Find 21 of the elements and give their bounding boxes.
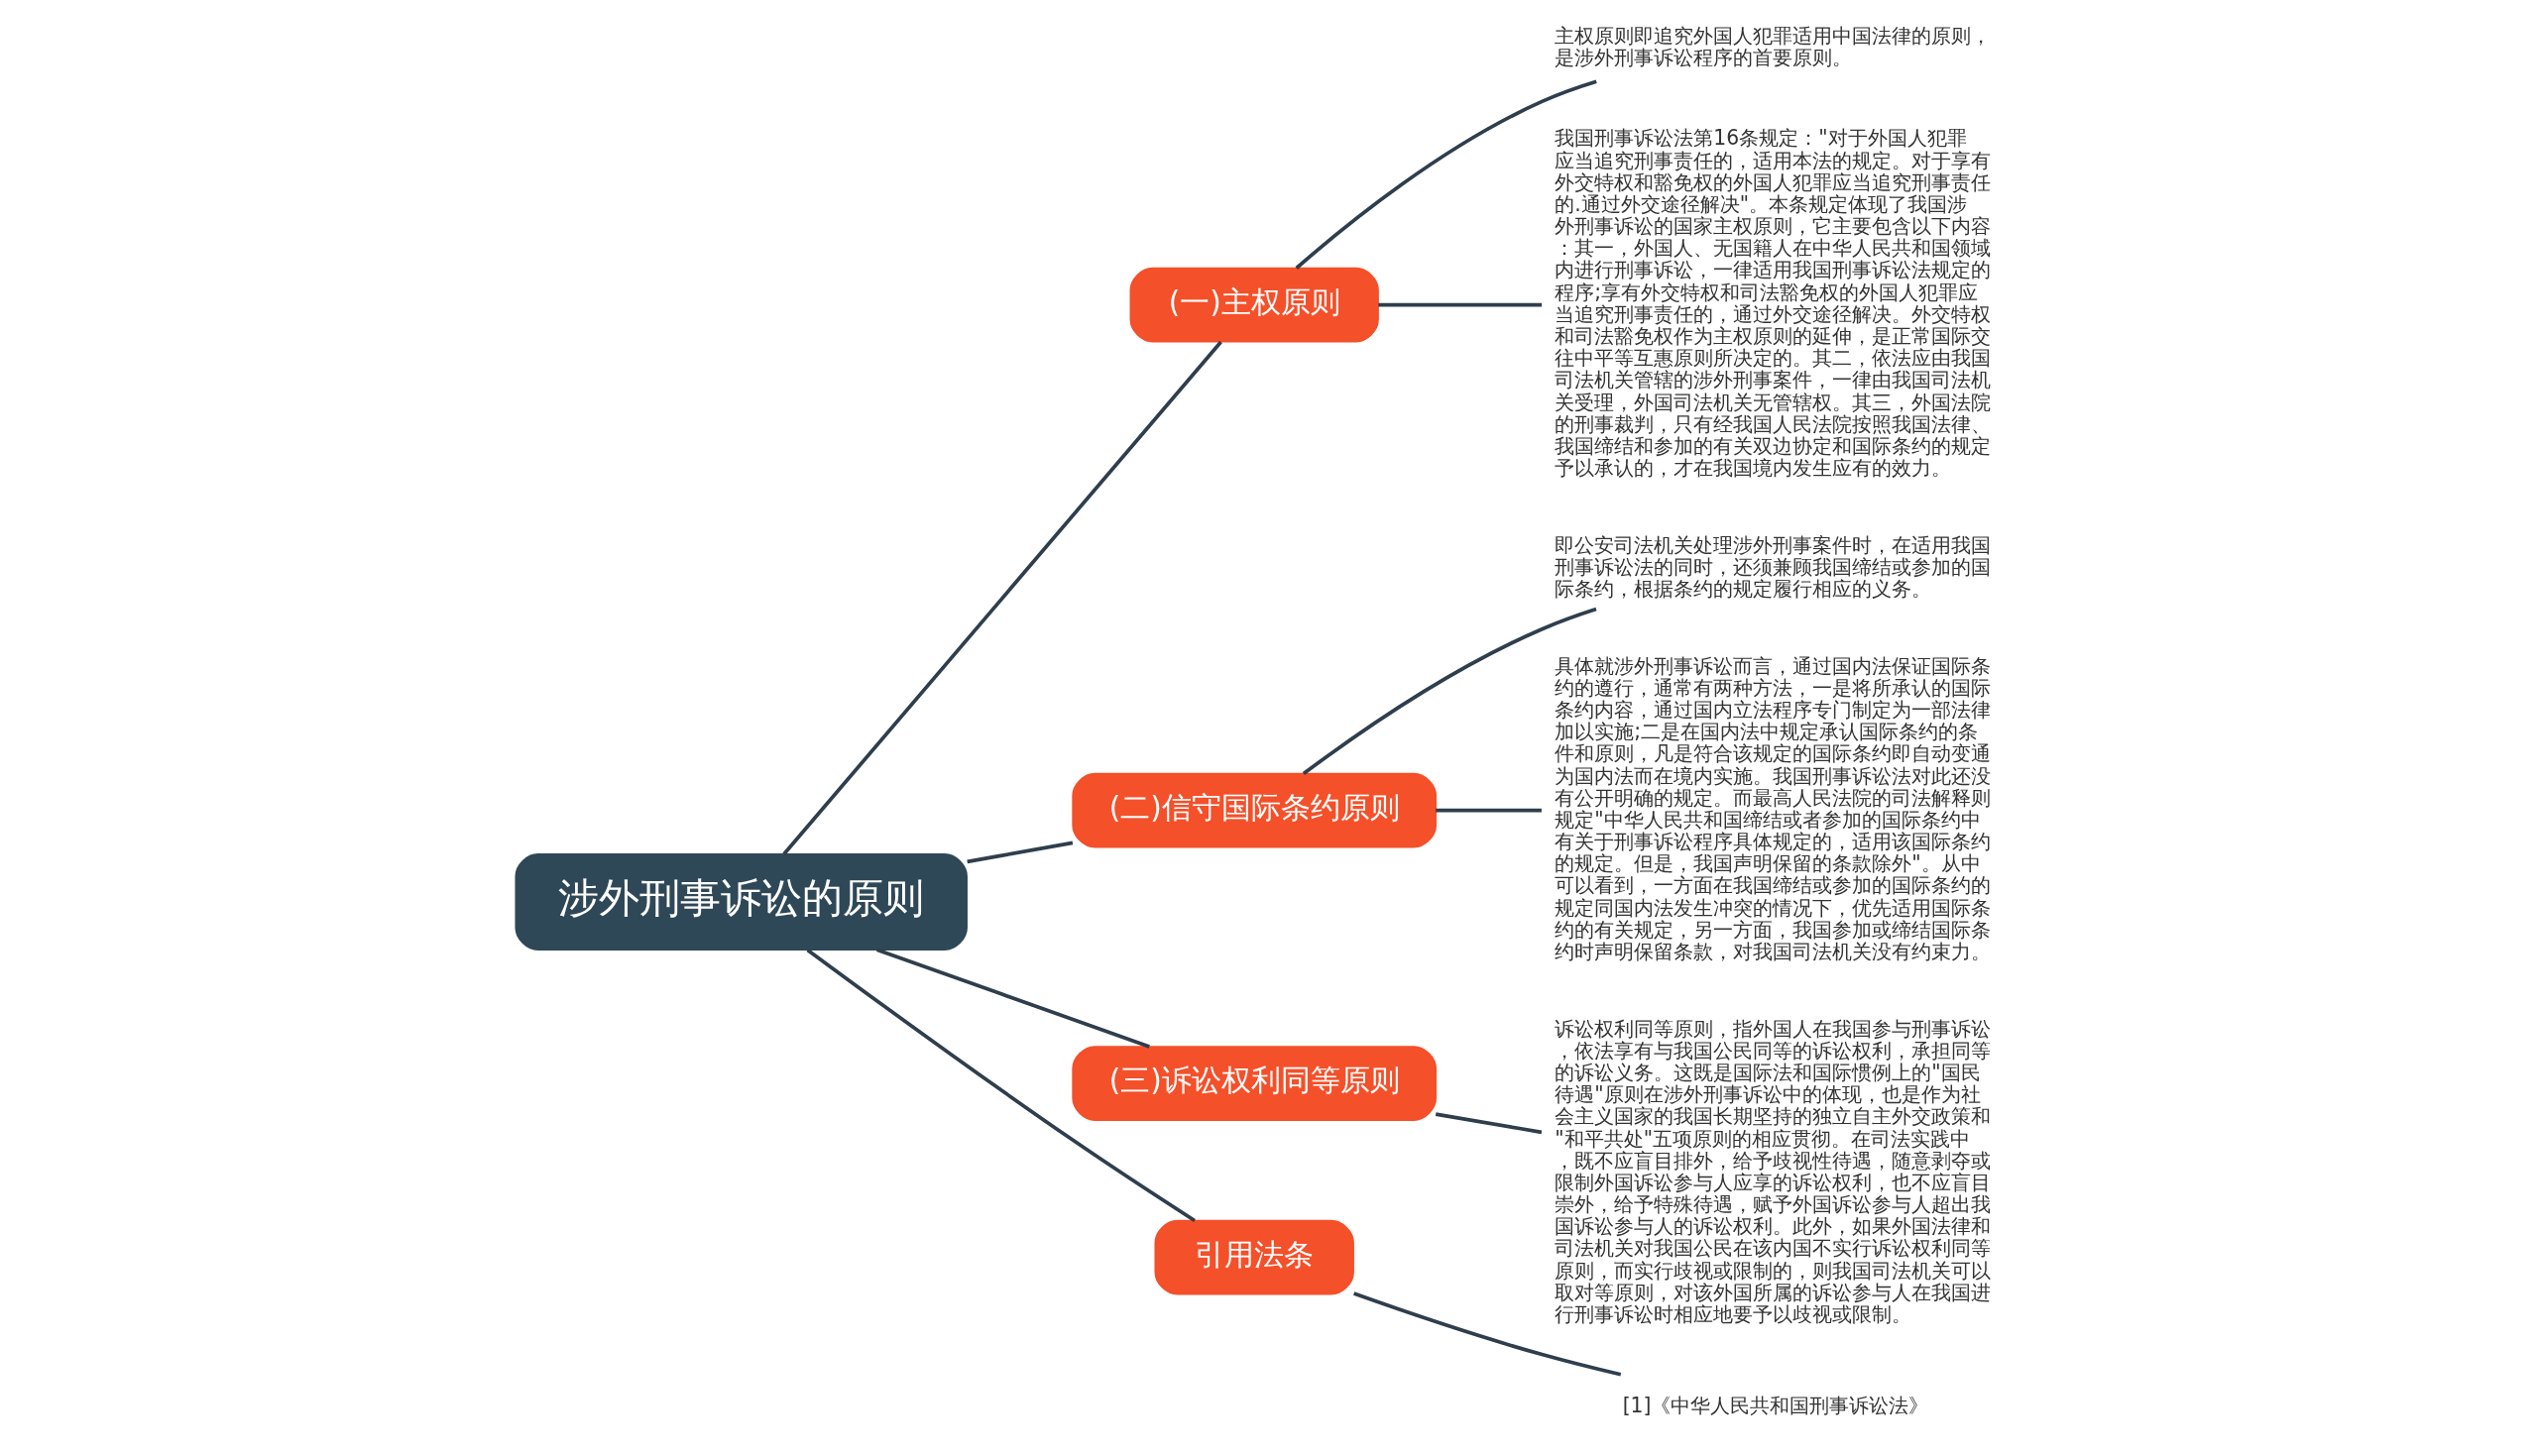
- connector: [967, 840, 1074, 864]
- connector: [1436, 808, 1542, 813]
- connector: [1302, 607, 1597, 776]
- node-box: (二)信守国际条约原则: [1072, 772, 1438, 848]
- node-text: 主权原则即追究外国人犯罪适用中国法律的原则，是涉外刑事诉讼程序的首要原则。: [1555, 23, 1992, 70]
- connector: [1435, 1112, 1543, 1135]
- connector: [1353, 1291, 1622, 1377]
- node-text: [1]《中华人民共和国刑事诉讼法》: [1622, 1394, 1929, 1418]
- connector: [782, 340, 1222, 855]
- node-text: 诉讼权利同等原则，指外国人在我国参与刑事诉讼，依法享有与我国公民同等的诉讼权利，承担同等的诉讼义务。这既是国际法和国际惯例上的"国民待遇"原则在涉外刑事诉讼中的体现，也是作为社会主义国家的我国长期坚持的独立自主外交政策和"和平共处"五项原则的相应贯彻。在司法实践中，既不应盲目排外，给予歧视性待遇，随意剥夺或限制外国诉讼参与人应享的诉讼权利，也不应盲目崇外，给予特殊待遇，赋予外国诉讼参与人超出我国诉讼参与人的诉讼权利。此外，如果外国法律和司法机关对我国公民在该内国不实行诉讼权利同等原则，而实行歧视或限制的，则我国司法机关可以取对等原则，对该外国所属的诉讼参与人在我国进行刑事诉讼时相应地要予以歧视或限制。: [1555, 1016, 1992, 1326]
- node-box: 涉外刑事诉讼的原则: [515, 853, 968, 952]
- node-box: 引用法条: [1154, 1219, 1354, 1295]
- node-box: (三)诉讼权利同等原则: [1072, 1046, 1438, 1121]
- connector: [875, 948, 1150, 1049]
- connector: [806, 948, 1196, 1223]
- node-text: 我国刑事诉讼法第16条规定："对于外国人犯罪应当追究刑事责任的，适用本法的规定。对于享有外交特权和豁免权的外国人犯罪应当追究刑事责任的.通过外交途径解决"。本条规定体现了我国涉外刑事诉讼的国家主权原则，它主要包含以下内容：其一，外国人、无国籍人在中华人民共和国领域内进行刑事诉讼，一律适用我国刑事诉讼法规定的程序;享有外交特权和司法豁免权的外国人犯罪应当追究刑事责任的，通过外交途径解决。外交特权和司法豁免权作为主权原则的延伸，是正常国际交往中平等互惠原则所决定的。其二，依法应由我国司法机关管辖的涉外刑事案件，一律由我国司法机关受理，外国司法机关无管辖权。其三，外国法院的刑事裁判，只有经我国人民法院按照我国法律、我国缔结和参加的有关双边协定和国际条约的规定予以承认的，才在我国境内发生应有的效力。: [1555, 126, 1992, 481]
- connector: [1295, 79, 1597, 270]
- node-box: (一)主权原则: [1129, 267, 1379, 343]
- node-text: 具体就涉外刑事诉讼而言，通过国内法保证国际条约的遵行，通常有两种方法，一是将所承认的国际条约内容，通过国内立法程序专门制定为一部法律加以实施;二是在国内法中规定承认国际条约的条件和原则，凡是符合该规定的国际条约即自动变通为国内法而在境内实施。我国刑事诉讼法对此还没有公开明确的规定。而最高人民法院的司法解释则规定"中华人民共和国缔结或者参加的国际条约中有关于刑事诉讼程序具体规定的，适用该国际条约的规定。但是，我国声明保留的条款除外"。从中可以看到，一方面在我国缔结或参加的国际条约的规定同国内法发生冲突的情况下，优先适用国际条约的有关规定，另一方面，我国参加或缔结国际条约时声明保留条款，对我国司法机关没有约束力。: [1555, 653, 1992, 963]
- connector: [1378, 302, 1543, 307]
- node-text: 即公安司法机关处理涉外刑事案件时，在适用我国刑事诉讼法的同时，还须兼顾我国缔结或参加的国际条约，根据条约的规定履行相应的义务。: [1555, 532, 1992, 602]
